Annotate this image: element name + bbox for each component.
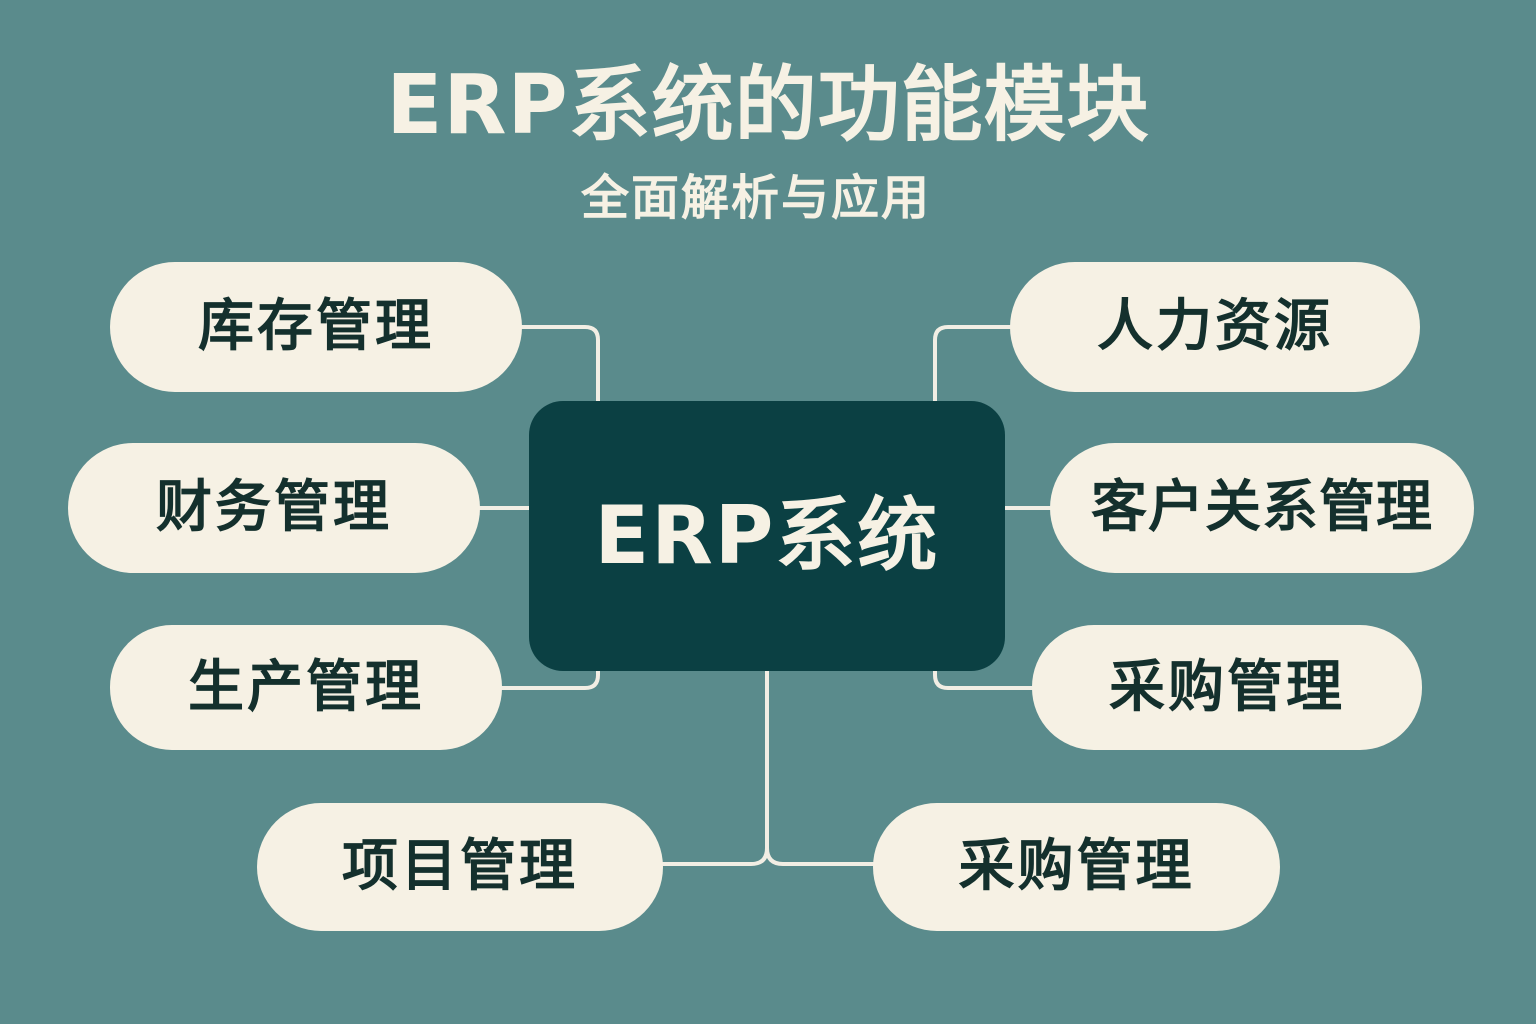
page-title: ERP系统的功能模块 (386, 58, 1150, 153)
module-customer-relationship-management[interactable]: 客户关系管理 (1050, 443, 1474, 573)
connector-hr (933, 325, 1012, 403)
connector-purchase-1 (933, 669, 1034, 690)
module-label: 生产管理 (188, 654, 424, 720)
connector-project (661, 669, 769, 866)
module-inventory-management[interactable]: 库存管理 (110, 262, 522, 392)
erp-system-label: ERP系统 (594, 489, 940, 582)
page-subtitle: 全面解析与应用 (580, 170, 931, 226)
module-label: 库存管理 (198, 294, 434, 359)
module-purchase-management[interactable]: 采购管理 (1032, 625, 1422, 750)
module-label: 采购管理 (958, 834, 1195, 899)
module-project-management[interactable]: 项目管理 (257, 803, 663, 931)
connector-purchase-2 (765, 846, 875, 866)
module-label: 客户关系管理 (1091, 475, 1433, 540)
module-production-management[interactable]: 生产管理 (110, 625, 502, 750)
module-label: 人力资源 (1097, 294, 1333, 359)
connector-production (500, 669, 600, 690)
module-label: 财务管理 (156, 475, 392, 540)
connector-inventory (520, 325, 600, 403)
module-purchase-management-secondary[interactable]: 采购管理 (873, 803, 1280, 931)
module-human-resources[interactable]: 人力资源 (1010, 262, 1420, 392)
erp-system-node: ERP系统 (529, 401, 1005, 671)
module-label: 项目管理 (342, 834, 578, 899)
module-finance-management[interactable]: 财务管理 (68, 443, 480, 573)
module-label: 采购管理 (1109, 654, 1345, 720)
